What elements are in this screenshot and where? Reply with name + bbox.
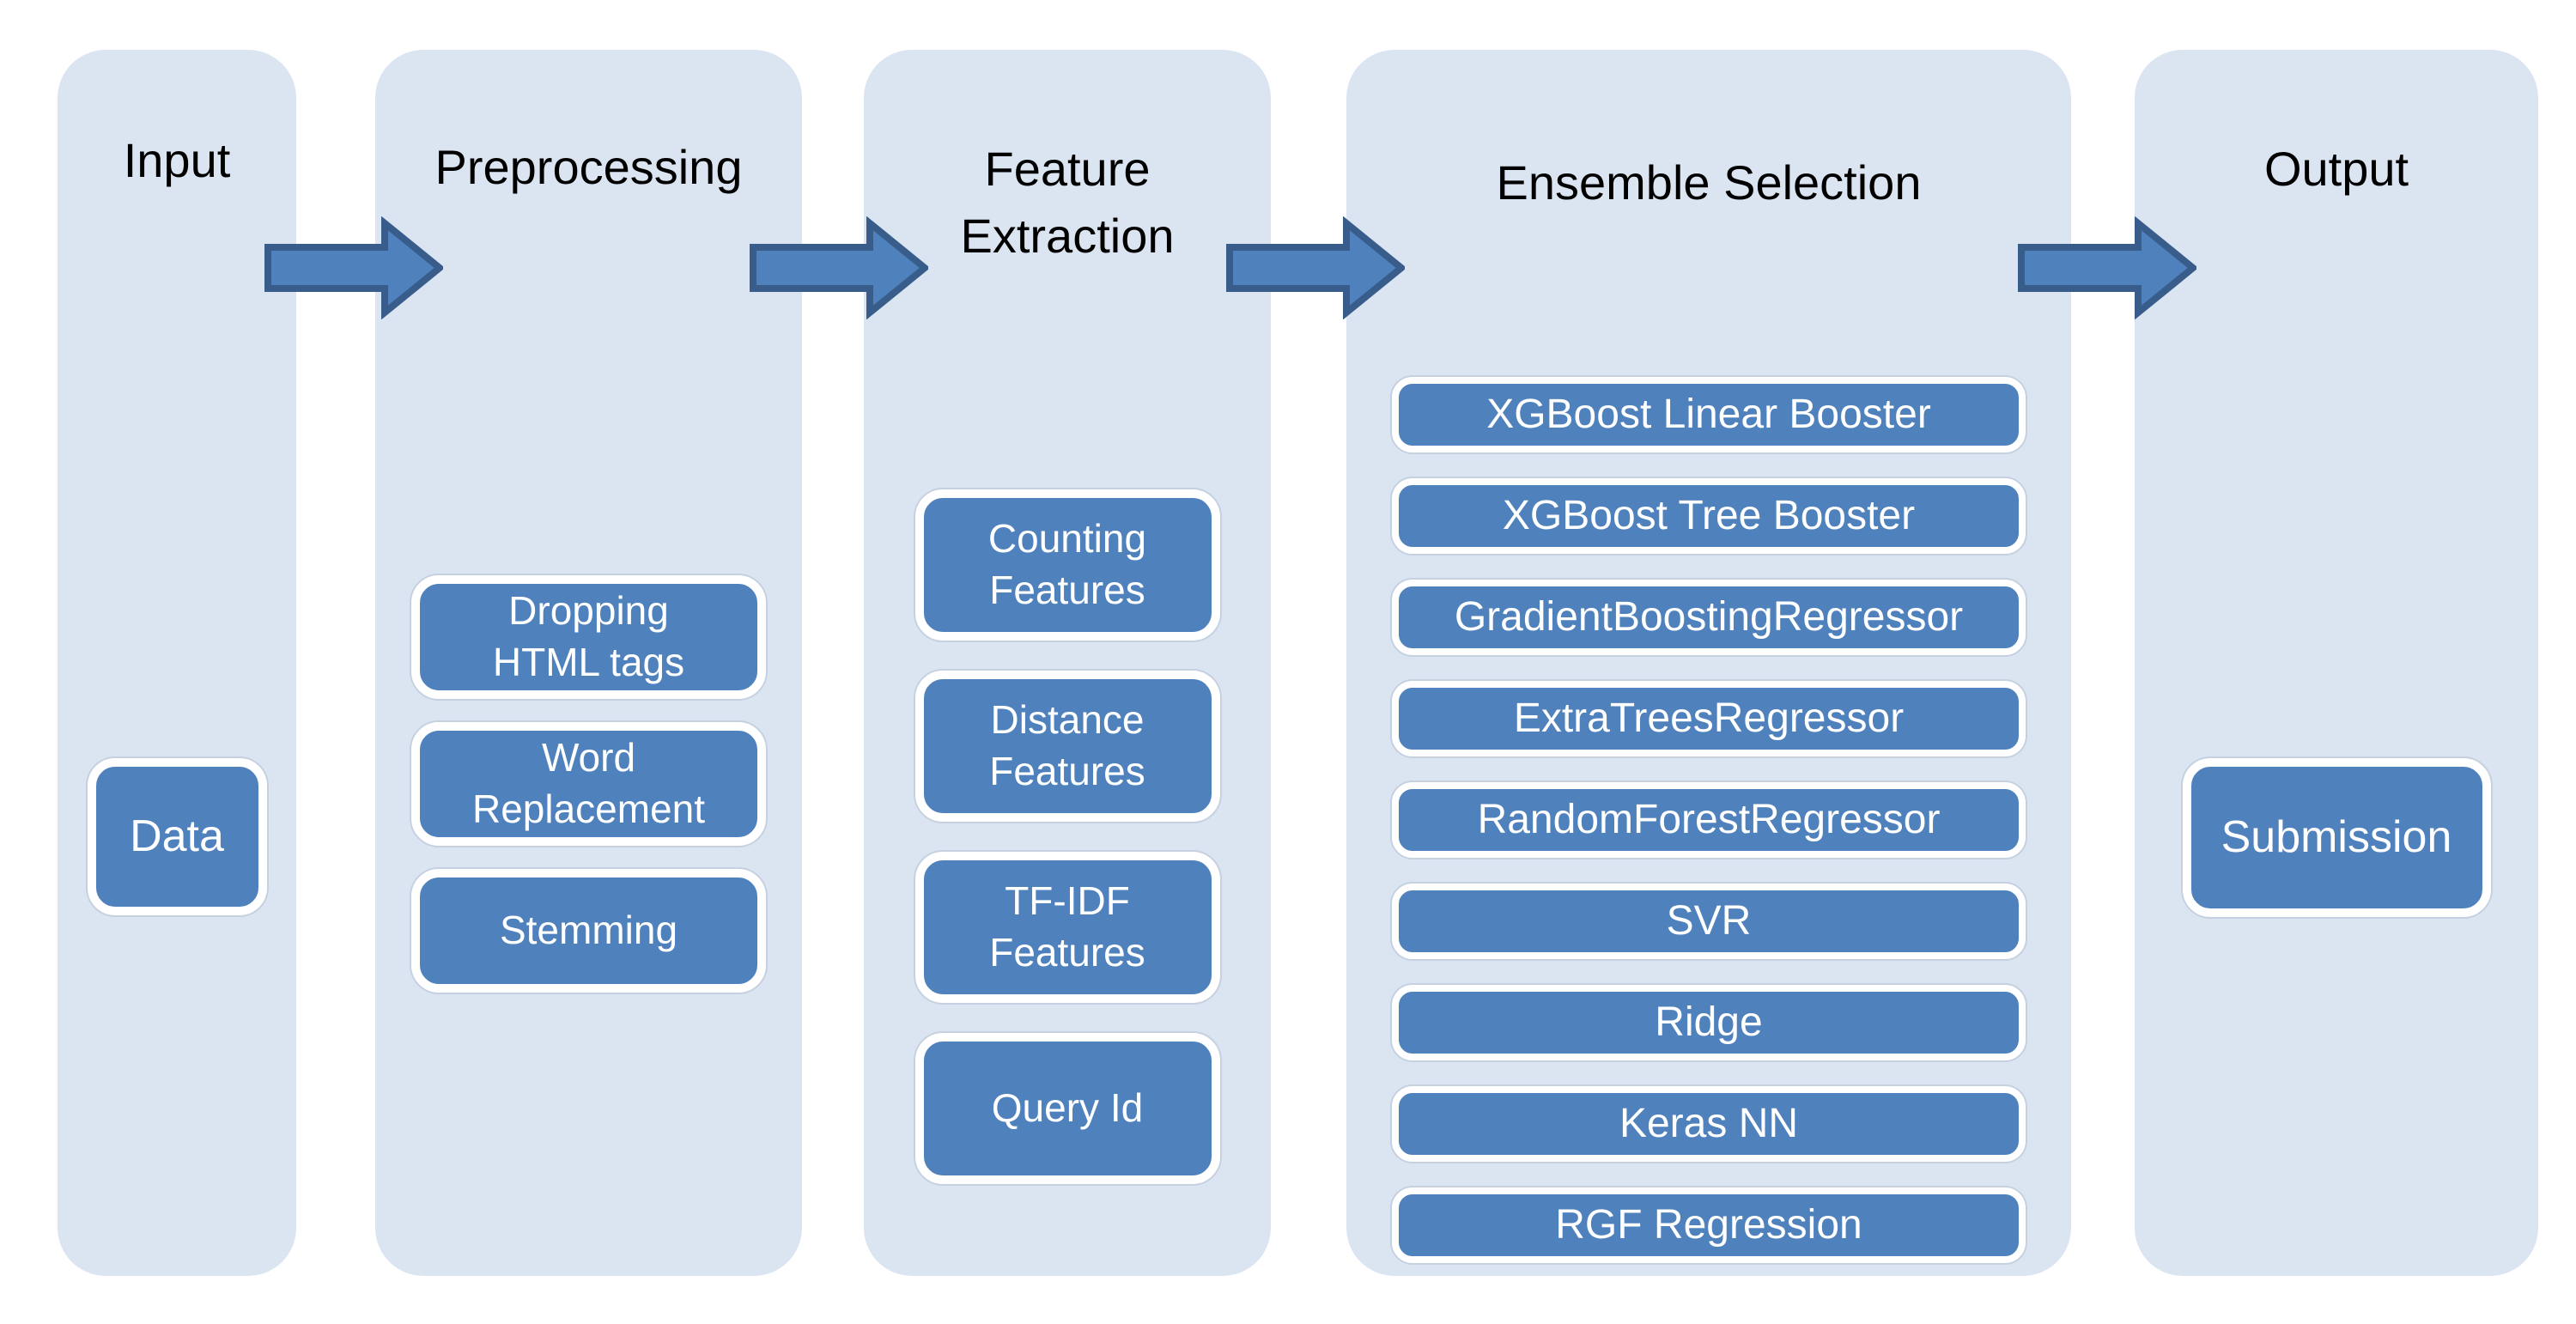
column-input: Input Data — [58, 50, 296, 1276]
node-svr: SVR — [1392, 884, 2026, 959]
node-ridge: Ridge — [1392, 985, 2026, 1060]
column-output: Output Submission — [2135, 50, 2538, 1276]
node-tf-idf-features: TF-IDF Features — [914, 852, 1220, 1003]
node-counting-features: Counting Features — [914, 489, 1220, 641]
column-title-feature-extraction: Feature Extraction — [960, 142, 1175, 264]
node-xgboost-tree-booster: XGBoost Tree Booster — [1392, 478, 2026, 554]
arrow-right-icon-ensemble-selection-to-output — [2018, 216, 2196, 319]
column-preprocessing: Preprocessing Dropping HTML tags Word Re… — [375, 50, 802, 1276]
column-nodes-input: Data — [58, 758, 296, 915]
node-keras-nn: Keras NN — [1392, 1086, 2026, 1162]
column-nodes-preprocessing: Dropping HTML tags Word Replacement Stem… — [375, 575, 802, 993]
column-title-output: Output — [2263, 142, 2409, 196]
node-data: Data — [87, 758, 267, 915]
column-nodes-ensemble-selection: XGBoost Linear Booster XGBoost Tree Boos… — [1346, 377, 2071, 1263]
node-xgboost-linear-booster: XGBoost Linear Booster — [1392, 377, 2026, 452]
node-query-id: Query Id — [914, 1033, 1220, 1184]
column-ensemble-selection: Ensemble Selection XGBoost Linear Booste… — [1346, 50, 2071, 1276]
arrow-right-icon-feature-extraction-to-ensemble-selection — [1226, 216, 1405, 319]
column-nodes-output: Submission — [2135, 758, 2538, 917]
column-title-input: Input — [123, 133, 231, 187]
node-extra-trees-regressor: ExtraTreesRegressor — [1392, 681, 2026, 756]
node-submission: Submission — [2182, 758, 2491, 917]
node-stemming: Stemming — [411, 869, 766, 993]
node-dropping-html-tags: Dropping HTML tags — [411, 575, 766, 699]
column-feature-extraction: Feature Extraction Counting Features Dis… — [864, 50, 1271, 1276]
node-rgf-regression: RGF Regression — [1392, 1187, 2026, 1263]
node-random-forest-regressor: RandomForestRegressor — [1392, 782, 2026, 858]
arrow-right-icon-input-to-preprocessing — [264, 216, 443, 319]
node-word-replacement: Word Replacement — [411, 722, 766, 846]
column-title-preprocessing: Preprocessing — [434, 140, 743, 194]
node-distance-features: Distance Features — [914, 671, 1220, 822]
column-title-ensemble-selection: Ensemble Selection — [1496, 155, 1922, 210]
arrow-right-icon-preprocessing-to-feature-extraction — [750, 216, 928, 319]
node-gradient-boosting-regressor: GradientBoostingRegressor — [1392, 580, 2026, 655]
column-nodes-feature-extraction: Counting Features Distance Features TF-I… — [864, 489, 1271, 1184]
